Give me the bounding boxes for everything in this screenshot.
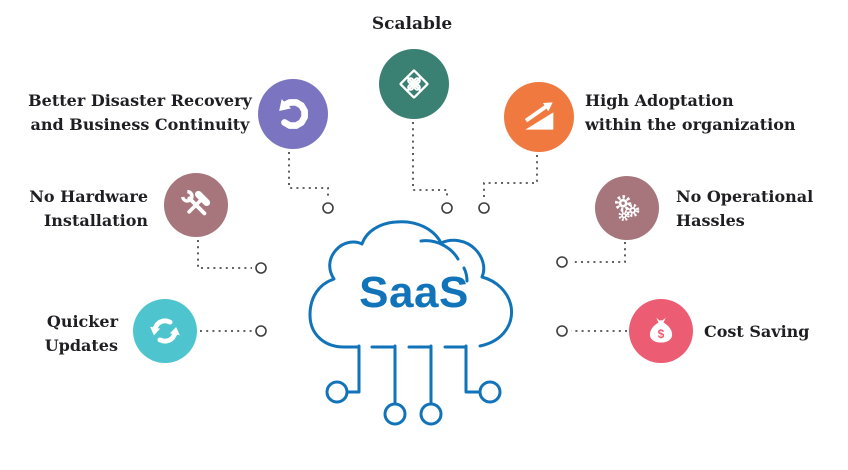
quicker-updates-badge <box>133 299 197 363</box>
cloud-inner-arc <box>419 239 460 261</box>
undo-icon <box>279 99 308 129</box>
dollar-symbol: $ <box>658 327 665 341</box>
no-operational-hassles-badge <box>595 176 659 240</box>
cloud-pin-node-2 <box>383 402 407 426</box>
gears-icon <box>614 195 640 222</box>
scalable-label: Scalable <box>371 14 453 34</box>
money-bag-icon: $ <box>649 317 673 343</box>
dotted-connector-operational <box>571 242 626 263</box>
high-adoption-label: High Adoptation within the organization <box>585 91 796 134</box>
saas-cloud-outline <box>308 220 514 349</box>
connector-endpoint-hardware <box>255 262 267 274</box>
disaster-recovery-badge <box>258 79 328 149</box>
connector-endpoint-operational <box>556 256 568 268</box>
growth-icon <box>524 102 554 130</box>
quicker-updates-label: Quicker Updates <box>44 312 118 355</box>
no-hardware-badge <box>164 173 228 237</box>
connector-endpoint-disaster <box>322 202 334 214</box>
refresh-icon <box>150 318 180 344</box>
disaster-recovery-label: Better Disaster Recovery and Business Co… <box>28 91 252 134</box>
dotted-connector-hardware <box>197 240 252 269</box>
connector-endpoint-cost <box>556 325 568 337</box>
cloud-pin-node-3 <box>419 402 443 426</box>
cloud-pin-1 <box>345 344 361 394</box>
cost-saving-badge: $ <box>629 299 693 363</box>
dotted-connector-adoption <box>483 155 538 199</box>
no-hardware-label: No Hardware Installation <box>29 187 148 230</box>
cloud-inner-tick <box>462 266 469 283</box>
cloud-pin-node-4 <box>478 380 502 404</box>
tools-icon <box>180 189 211 216</box>
cloud-pin-node-1 <box>325 380 349 404</box>
puzzle-icon <box>399 69 429 99</box>
high-adoption-badge <box>504 82 574 152</box>
cloud-pin-4 <box>464 344 482 394</box>
saas-cloud-label: SaaS <box>359 268 469 317</box>
scalable-badge <box>379 49 449 119</box>
connector-endpoint-updates <box>255 325 267 337</box>
cost-saving-label: Cost Saving <box>704 322 810 341</box>
connector-endpoint-scalable <box>441 202 453 214</box>
no-operational-hassles-label: No Operational Hassles <box>676 187 814 230</box>
connector-endpoint-adoption <box>478 202 490 214</box>
dotted-connector-scalable <box>412 122 448 199</box>
